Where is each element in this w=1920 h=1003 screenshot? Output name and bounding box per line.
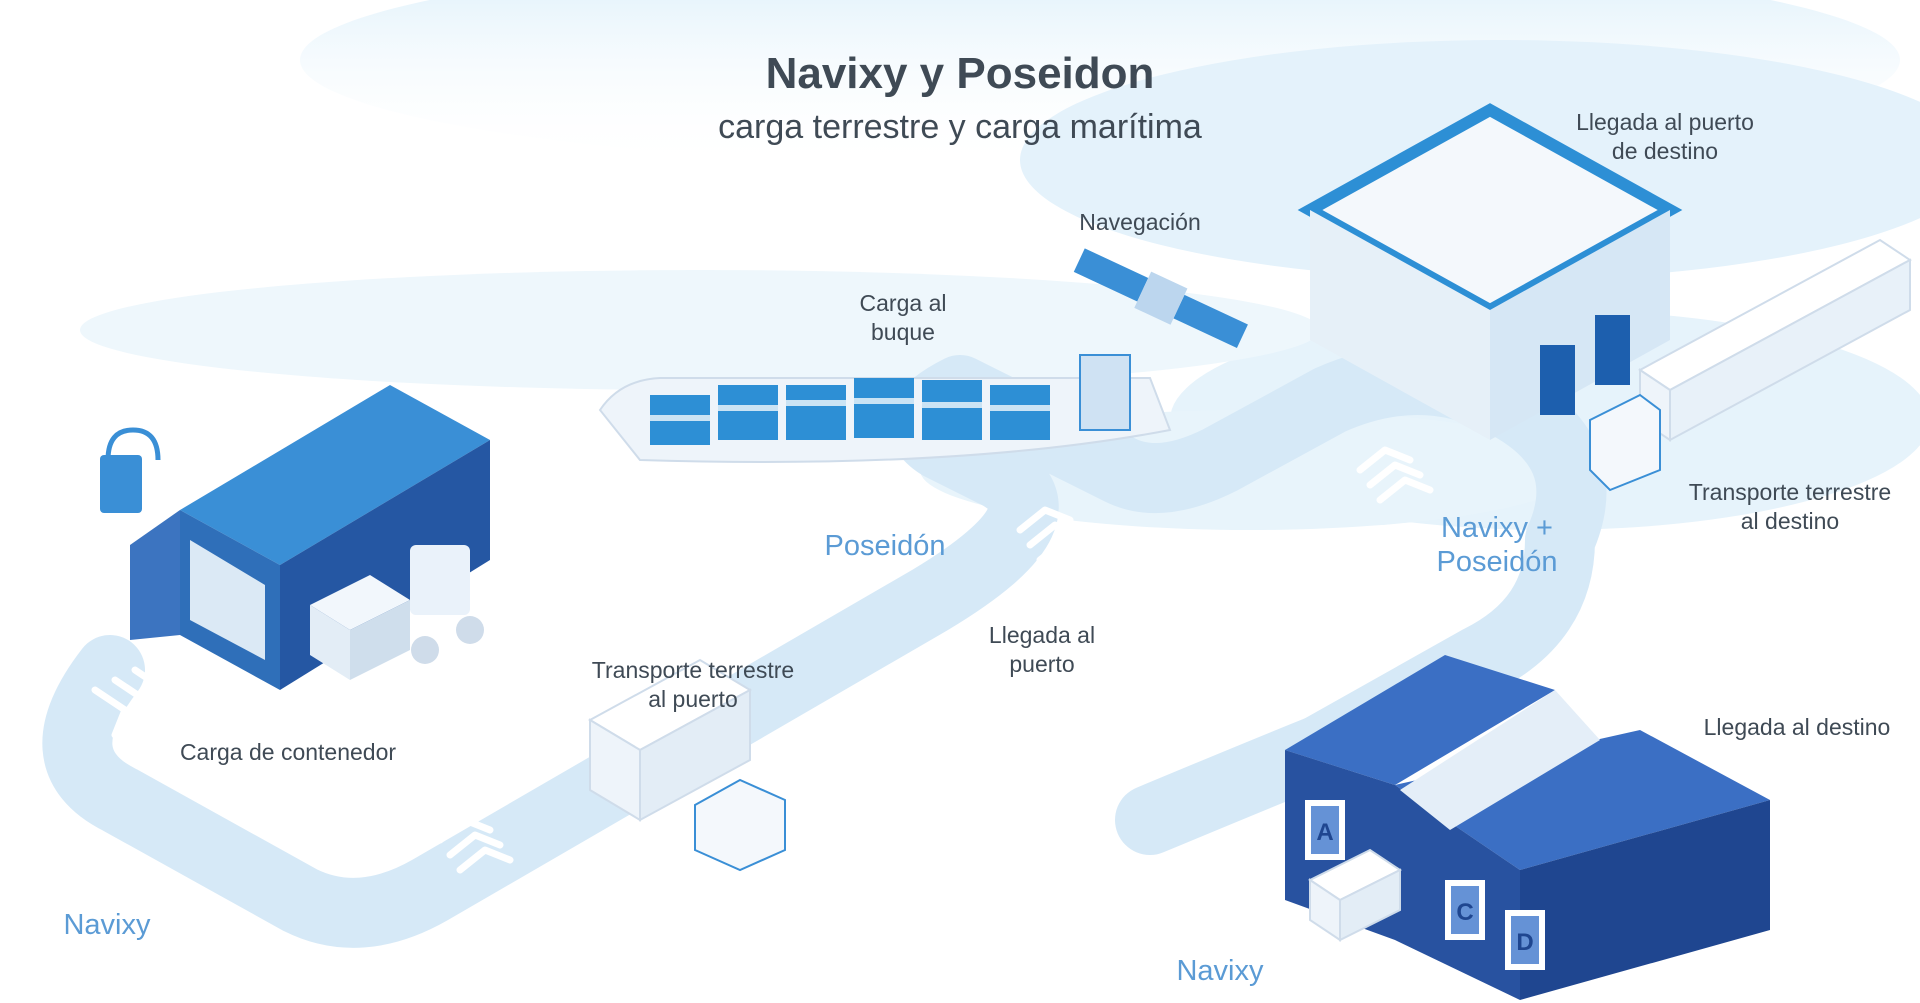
padlock-tracker-icon [100,427,161,513]
system-label-poseidon: Poseidón [825,530,946,562]
label-port-arrival-line1: Llegada al [989,622,1095,648]
label-port-arrival-line2: puerto [1009,651,1074,677]
label-ship-loading-line2: buque [871,319,935,345]
label-dest-port-line1: Llegada al puerto [1576,109,1754,135]
label-land-to-dest-line2: al destino [1741,508,1839,534]
system-label-navixy-end: Navixy [1176,955,1264,987]
system-label-navixy-plus: Navixy + [1441,512,1553,544]
label-dest-port-line2: de destino [1612,138,1718,164]
label-land-to-port-line2: al puerto [648,686,738,712]
page-subtitle: carga terrestre y carga marítima [718,108,1202,146]
destination-warehouse-illustration: A C D [1285,655,1770,1000]
port-warehouse-illustration [1297,103,1683,440]
system-label-navixy-start: Navixy [63,909,151,941]
cargo-ship-illustration [598,354,1172,463]
label-container-loading: Carga de contenedor [180,739,396,765]
label-ship-loading-line1: Carga al [860,290,947,316]
chevron-arrows [91,446,1684,874]
semi-truck-illustration [1589,238,1912,492]
svg-text:A: A [1316,819,1333,846]
delivery-van-illustration [1308,848,1402,942]
page-title: Navixy y Poseidon [766,49,1155,98]
warehouse-door-d: D [1505,910,1545,970]
svg-text:C: C [1456,899,1473,926]
svg-text:D: D [1516,929,1533,956]
satellite-illustration [1073,248,1248,349]
label-land-to-port-line1: Transporte terrestre [592,657,794,683]
warehouse-door-a: A [1305,800,1345,860]
warehouse-door-c: C [1445,880,1485,940]
background-clouds [80,0,1920,530]
box-truck-illustration [587,658,786,872]
system-label-poseidon-plus: Poseidón [1437,546,1558,578]
container-forklift-illustration [130,385,490,690]
label-land-to-dest-line1: Transporte terrestre [1689,479,1891,505]
label-navigation: Navegación [1079,209,1200,235]
label-arrival-destination: Llegada al destino [1704,714,1891,740]
